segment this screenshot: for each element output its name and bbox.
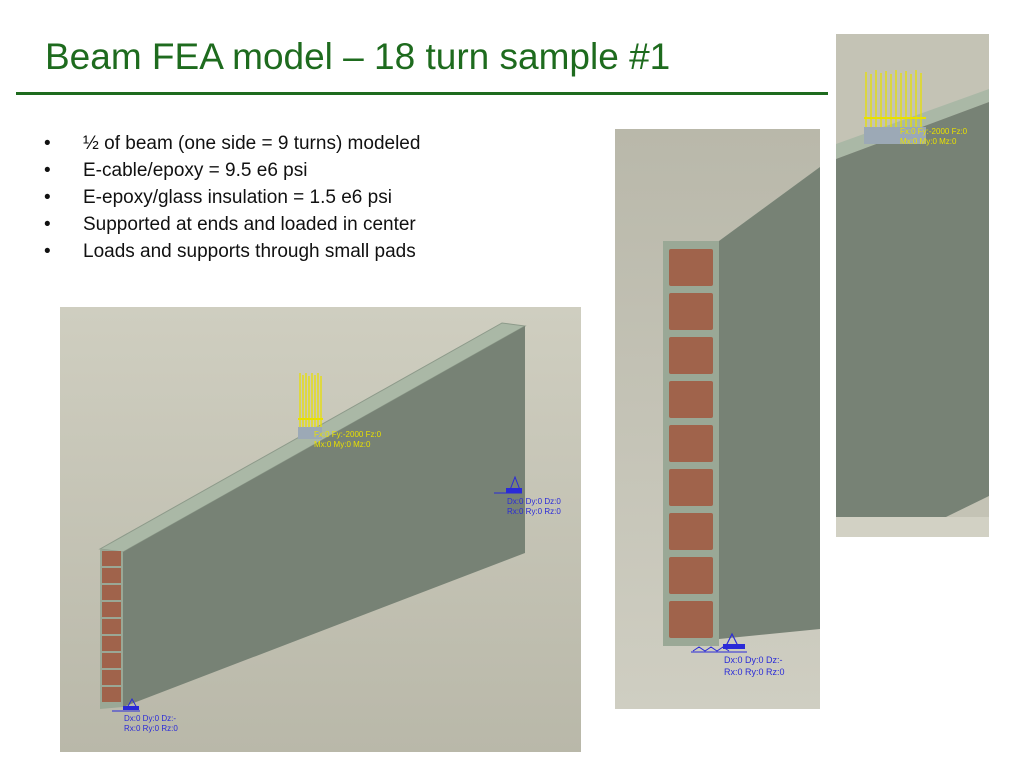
load-pad: [298, 427, 322, 439]
support-right-label-rot: Rx:0 Ry:0 Rz:0: [507, 507, 561, 516]
viewport-floor: [836, 517, 989, 537]
cable-turn: [102, 687, 121, 702]
cable-cross-section: [102, 551, 121, 702]
support-left-label-disp: Dx:0 Dy:0 Dz:-: [124, 714, 176, 723]
load-label-force: Fx:0 Fy:-2000 Fz:0: [314, 430, 382, 439]
load-label-force: Fx:0 Fy:-2000 Fz:0: [900, 127, 968, 136]
beam-side-face: [836, 102, 989, 517]
cable-turn: [102, 670, 121, 685]
cable-turn: [102, 585, 121, 600]
fea-view-load-detail-canvas: Fx:0 Fy:-2000 Fz:0 Mx:0 My:0 Mz:0: [836, 34, 989, 537]
load-arrows-icon: [864, 70, 926, 127]
support-marker-icon: [691, 632, 747, 653]
load-label-moment: Mx:0 My:0 Mz:0: [314, 440, 371, 449]
bullet-item: Loads and supports through small pads: [44, 238, 420, 265]
bullet-item: Supported at ends and loaded in center: [44, 211, 420, 238]
support-label-rot: Rx:0 Ry:0 Rz:0: [724, 667, 785, 677]
fea-view-isometric-canvas: Fx:0 Fy:-2000 Fz:0 Mx:0 My:0 Mz:0 Dx:0 D…: [60, 307, 581, 752]
slide-title: Beam FEA model – 18 turn sample #1: [45, 36, 671, 77]
title-underline: [16, 92, 828, 95]
cable-turn: [102, 551, 121, 566]
cable-turn: [669, 425, 713, 462]
beam-side-face: [719, 167, 820, 639]
cable-turn: [102, 602, 121, 617]
support-left-label-rot: Rx:0 Ry:0 Rz:0: [124, 724, 178, 733]
support-label-disp: Dx:0 Dy:0 Dz:-: [724, 655, 783, 665]
cable-turn: [669, 381, 713, 418]
fea-view-isometric: Fx:0 Fy:-2000 Fz:0 Mx:0 My:0 Mz:0 Dx:0 D…: [60, 307, 581, 752]
cable-turn: [102, 619, 121, 634]
fea-view-end-canvas: Dx:0 Dy:0 Dz:- Rx:0 Ry:0 Rz:0: [615, 129, 820, 709]
support-right-label-disp: Dx:0 Dy:0 Dz:0: [507, 497, 561, 506]
cable-turn: [102, 653, 121, 668]
cable-turn: [669, 249, 713, 286]
load-arrows-icon: [298, 373, 323, 427]
cable-turn: [669, 293, 713, 330]
support-marker-icon: [494, 475, 522, 494]
support-marker-icon: [112, 697, 140, 712]
cable-turn: [669, 469, 713, 506]
cable-turn: [669, 601, 713, 638]
load-pad: [864, 127, 926, 144]
cable-turn: [102, 636, 121, 651]
fea-view-end: Dx:0 Dy:0 Dz:- Rx:0 Ry:0 Rz:0: [615, 129, 820, 709]
bullet-item: E-epoxy/glass insulation = 1.5 e6 psi: [44, 184, 420, 211]
bullet-list: ½ of beam (one side = 9 turns) modeled E…: [44, 130, 420, 265]
fea-view-load-detail: Fx:0 Fy:-2000 Fz:0 Mx:0 My:0 Mz:0: [836, 34, 989, 537]
load-label-moment: Mx:0 My:0 Mz:0: [900, 137, 957, 146]
beam-side-face: [123, 326, 525, 707]
bullet-item: ½ of beam (one side = 9 turns) modeled: [44, 130, 420, 157]
cable-turn: [669, 557, 713, 594]
cable-turn: [669, 337, 713, 374]
cable-turn: [102, 568, 121, 583]
cable-turn: [669, 513, 713, 550]
bullet-item: E-cable/epoxy = 9.5 e6 psi: [44, 157, 420, 184]
cable-cross-section: [669, 249, 713, 638]
